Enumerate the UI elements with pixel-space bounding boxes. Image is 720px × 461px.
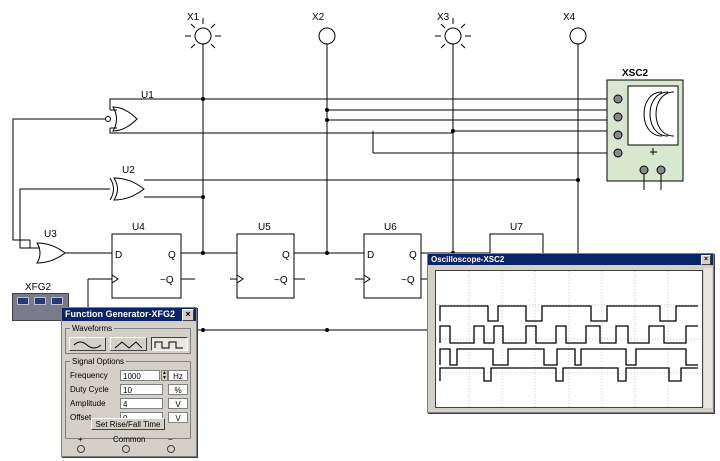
triangle-wave-button[interactable] (110, 337, 147, 351)
duty-cycle-label: Duty Cycle (70, 385, 109, 394)
u4-label: U4 (132, 222, 145, 233)
xsc2-label: XSC2 (622, 68, 649, 79)
u3-label: U3 (44, 229, 57, 240)
signal-options-label: Signal Options (70, 357, 127, 366)
oscilloscope-scrollbar[interactable] (704, 268, 712, 408)
trace-4 (439, 367, 698, 382)
negative-terminal-sign: − (168, 435, 173, 444)
u1-nor-gate[interactable] (105, 106, 138, 132)
trace-1 (439, 305, 698, 322)
duty-cycle-unit: % (168, 384, 188, 395)
probe-x4[interactable] (569, 27, 587, 45)
oscilloscope-titlebar[interactable]: Oscilloscope-XSC2 × (428, 254, 713, 265)
positive-terminal[interactable] (77, 445, 85, 453)
u7-flipflop[interactable] (489, 233, 544, 255)
amplitude-input[interactable]: 4 (120, 398, 163, 409)
oscilloscope-title: Oscilloscope-XSC2 (431, 255, 505, 264)
u5-qn-pin: ~Q (274, 275, 288, 286)
amplitude-unit[interactable]: V (168, 398, 188, 409)
trace-2 (439, 325, 698, 344)
u4-q-pin: Q (168, 250, 176, 261)
amplitude-label: Amplitude (70, 399, 106, 408)
u6-d-pin: D (367, 250, 374, 261)
probe-x1-label: X1 (187, 12, 200, 23)
probe-x1[interactable] (185, 18, 221, 54)
negative-terminal[interactable] (167, 445, 175, 453)
u3-or-gate[interactable] (36, 242, 66, 264)
sine-wave-icon (73, 341, 102, 349)
u7-label: U7 (510, 222, 523, 233)
u1-label: U1 (141, 90, 154, 101)
probe-x2-label: X2 (312, 12, 325, 23)
sine-wave-button[interactable] (69, 337, 106, 351)
trace-3 (439, 348, 698, 366)
xfg2-generator-icon[interactable] (12, 293, 69, 321)
xfg2-sine-cell (17, 297, 29, 305)
function-generator-titlebar[interactable]: Function Generator-XFG2 × (62, 308, 196, 321)
u4-flipflop[interactable] (111, 233, 182, 299)
probe-x2[interactable] (318, 27, 336, 45)
xfg2-label: XFG2 (25, 282, 52, 293)
close-icon[interactable]: × (182, 309, 194, 321)
square-wave-button[interactable] (151, 337, 188, 351)
probe-x4-label: X4 (563, 12, 576, 23)
xsc2-oscilloscope-icon[interactable] (606, 79, 684, 190)
offset-label: Offset (70, 413, 92, 422)
u5-label: U5 (258, 222, 271, 233)
frequency-input[interactable]: 1000 (120, 370, 160, 381)
oscilloscope-traces (436, 271, 702, 407)
oscilloscope-window[interactable]: Oscilloscope-XSC2 × (427, 253, 714, 413)
xfg2-triangle-cell (34, 297, 46, 305)
frequency-unit[interactable]: Hz (168, 370, 188, 381)
frequency-label: Frequency (70, 371, 108, 380)
u6-q-pin: Q (409, 250, 417, 261)
u6-flipflop[interactable] (363, 233, 422, 299)
u2-label: U2 (122, 165, 135, 176)
frequency-spinner[interactable]: ▲▼ (161, 370, 168, 381)
u5-flipflop[interactable] (236, 233, 295, 299)
waveforms-group: Waveforms (65, 324, 191, 354)
duty-cycle-input[interactable]: 10 (120, 384, 163, 395)
u6-qn-pin: ~Q (401, 275, 415, 286)
square-wave-icon (154, 341, 183, 349)
positive-terminal-sign: + (78, 435, 83, 444)
signal-options-group: Signal Options Frequency 1000 ▲▼ Hz Duty… (65, 357, 191, 439)
u6-label: U6 (384, 222, 397, 233)
u4-qn-pin: ~Q (160, 275, 174, 286)
offset-unit[interactable]: V (168, 412, 188, 423)
oscilloscope-screen (435, 270, 703, 408)
function-generator-title: Function Generator-XFG2 (65, 309, 176, 319)
function-generator-window[interactable]: Function Generator-XFG2 × Waveforms Sign… (61, 307, 197, 457)
u5-q-pin: Q (282, 250, 290, 261)
u2-xor-gate[interactable] (109, 177, 145, 201)
common-terminal-label: Common (113, 435, 146, 444)
close-icon[interactable]: × (701, 255, 711, 265)
waveforms-label: Waveforms (70, 324, 115, 333)
common-terminal[interactable] (122, 445, 130, 453)
set-rise-fall-time-button[interactable]: Set Rise/Fall Time (91, 418, 165, 430)
xfg2-square-cell (51, 297, 63, 305)
triangle-wave-icon (114, 341, 143, 349)
u4-d-pin: D (115, 250, 122, 261)
probe-x3-label: X3 (437, 12, 450, 23)
